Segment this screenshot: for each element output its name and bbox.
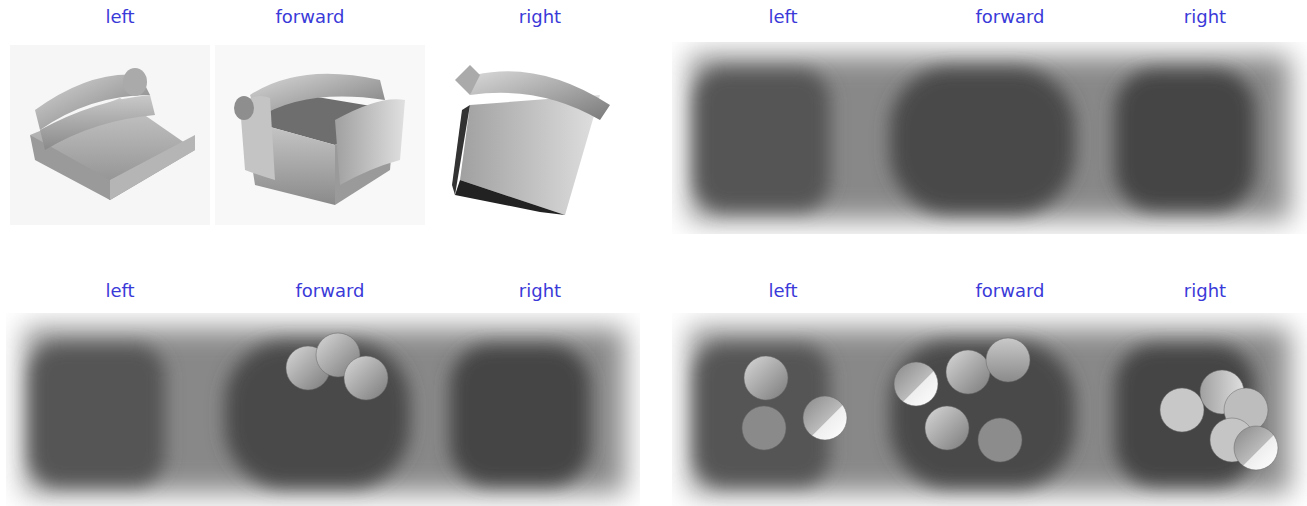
view-label: left	[105, 282, 134, 300]
view-label: right	[519, 282, 561, 300]
view-label: forward	[975, 8, 1044, 26]
view-label: forward	[275, 8, 344, 26]
view-label: right	[1184, 8, 1226, 26]
view-label: left	[105, 8, 134, 26]
view-label: forward	[975, 282, 1044, 300]
view-label: right	[1184, 282, 1226, 300]
view-label: right	[519, 8, 561, 26]
view-label: forward	[295, 282, 364, 300]
view-label: left	[768, 282, 797, 300]
view-label: left	[768, 8, 797, 26]
